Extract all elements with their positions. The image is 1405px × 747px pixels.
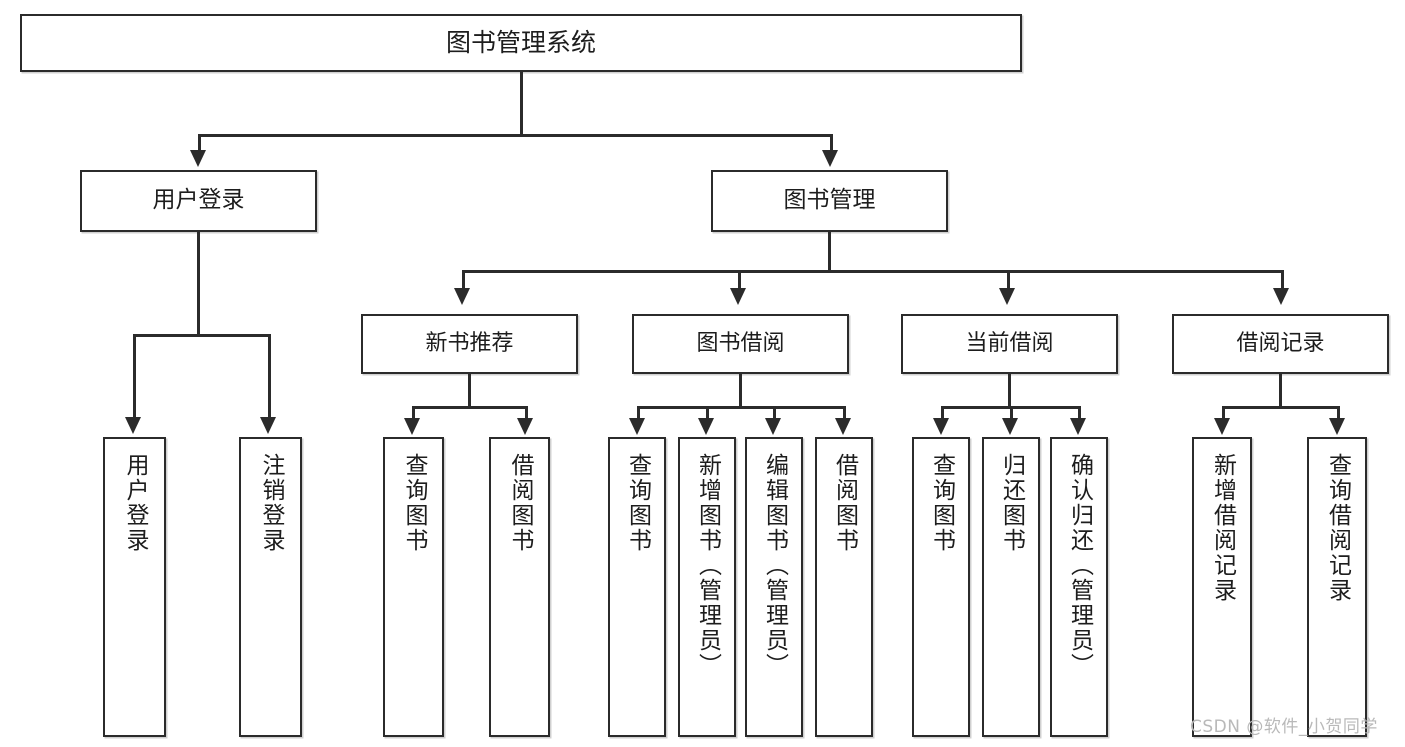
arrowhead-to-leaf-logout — [260, 417, 276, 434]
connector-nbr-bus — [412, 406, 527, 409]
node-label: 查询图书 — [624, 453, 651, 553]
arrowhead-bb-leaf-3 — [765, 418, 781, 435]
connector-user-login-drop-1 — [133, 334, 136, 419]
leaf-confirm-return-admin[interactable]: 确认归还（管理员） — [1050, 437, 1108, 737]
node-root-book-management-system[interactable]: 图书管理系统 — [20, 14, 1022, 72]
connector-bm-drop-3 — [1007, 270, 1010, 290]
connector-root-drop-2 — [830, 134, 833, 152]
node-label: 图书借阅 — [696, 330, 785, 356]
node-label: 归还图书 — [998, 453, 1025, 553]
connector-bb-drop-3 — [773, 406, 776, 420]
arrowhead-cb-leaf-2 — [1002, 418, 1018, 435]
node-new-book-recommend[interactable]: 新书推荐 — [361, 314, 578, 374]
node-label: 图书管理 — [783, 187, 876, 214]
connector-user-login-bus — [133, 334, 270, 337]
node-label: 图书管理系统 — [445, 28, 596, 57]
leaf-add-borrow-record[interactable]: 新增借阅记录 — [1192, 437, 1252, 737]
node-book-borrow[interactable]: 图书借阅 — [632, 314, 849, 374]
leaf-current-query-book[interactable]: 查询图书 — [912, 437, 970, 737]
node-borrow-record[interactable]: 借阅记录 — [1172, 314, 1389, 374]
connector-cb-drop-3 — [1078, 406, 1081, 420]
leaf-book-borrow-query[interactable]: 查询图书 — [608, 437, 666, 737]
node-label: 查询图书 — [928, 453, 955, 553]
connector-user-login-stem — [197, 232, 200, 336]
connector-nbr-drop-2 — [525, 406, 528, 420]
connector-br-drop-2 — [1337, 406, 1340, 420]
connector-nbr-drop-1 — [412, 406, 415, 420]
leaf-return-book[interactable]: 归还图书 — [982, 437, 1040, 737]
connector-bb-drop-4 — [843, 406, 846, 420]
arrowhead-to-leaf-user-login — [125, 417, 141, 434]
connector-root-drop-1 — [198, 134, 201, 152]
arrowhead-to-user-login — [190, 150, 206, 167]
connector-book-management-bus — [462, 270, 1283, 273]
connector-br-drop-1 — [1222, 406, 1225, 420]
arrowhead-bb-leaf-2 — [698, 418, 714, 435]
node-label: 当前借阅 — [965, 330, 1054, 356]
arrowhead-to-book-borrow — [730, 288, 746, 305]
node-label: 新书推荐 — [425, 330, 514, 356]
leaf-new-book-query[interactable]: 查询图书 — [383, 437, 444, 737]
connector-cb-drop-1 — [941, 406, 944, 420]
connector-cb-stem — [1008, 374, 1011, 408]
arrowhead-to-new-book-recommend — [454, 288, 470, 305]
connector-bm-drop-1 — [462, 270, 465, 290]
leaf-logout[interactable]: 注销登录 — [239, 437, 302, 737]
node-label: 编辑图书（管理员） — [761, 453, 788, 678]
leaf-new-book-borrow[interactable]: 借阅图书 — [489, 437, 550, 737]
connector-bb-drop-2 — [706, 406, 709, 420]
connector-bb-stem — [739, 374, 742, 408]
connector-nbr-stem — [468, 374, 471, 408]
arrowhead-to-current-borrow — [999, 288, 1015, 305]
leaf-book-add-admin[interactable]: 新增图书（管理员） — [678, 437, 736, 737]
node-label: 查询借阅记录 — [1324, 453, 1351, 603]
connector-bm-drop-4 — [1281, 270, 1284, 290]
arrowhead-cb-leaf-3 — [1070, 418, 1086, 435]
node-label: 新增图书（管理员） — [694, 453, 721, 678]
connector-user-login-drop-2 — [268, 334, 271, 419]
node-label: 注销登录 — [258, 453, 284, 553]
node-label: 查询图书 — [401, 453, 427, 553]
leaf-book-edit-admin[interactable]: 编辑图书（管理员） — [745, 437, 803, 737]
leaf-book-borrow-action[interactable]: 借阅图书 — [815, 437, 873, 737]
leaf-query-borrow-record[interactable]: 查询借阅记录 — [1307, 437, 1367, 737]
node-label: 借阅图书 — [507, 453, 533, 553]
arrowhead-to-book-management — [822, 150, 838, 167]
node-label: 新增借阅记录 — [1209, 453, 1236, 603]
connector-br-bus — [1222, 406, 1339, 409]
node-label: 借阅记录 — [1236, 330, 1325, 356]
connector-bb-drop-1 — [637, 406, 640, 420]
leaf-user-login[interactable]: 用户登录 — [103, 437, 166, 737]
connector-book-management-stem — [828, 232, 831, 272]
arrowhead-bb-leaf-1 — [629, 418, 645, 435]
arrowhead-nbr-leaf-1 — [404, 418, 420, 435]
node-user-login[interactable]: 用户登录 — [80, 170, 317, 232]
connector-bm-drop-2 — [738, 270, 741, 290]
arrowhead-br-leaf-2 — [1329, 418, 1345, 435]
node-label: 用户登录 — [122, 453, 148, 553]
node-current-borrow[interactable]: 当前借阅 — [901, 314, 1118, 374]
node-book-management[interactable]: 图书管理 — [711, 170, 948, 232]
connector-root-bus — [198, 134, 832, 137]
arrowhead-bb-leaf-4 — [835, 418, 851, 435]
arrowhead-cb-leaf-1 — [933, 418, 949, 435]
arrowhead-nbr-leaf-2 — [517, 418, 533, 435]
connector-bb-bus — [637, 406, 845, 409]
connector-cb-drop-2 — [1010, 406, 1013, 420]
node-label: 确认归还（管理员） — [1066, 453, 1093, 678]
node-label: 用户登录 — [152, 187, 245, 214]
arrowhead-br-leaf-1 — [1214, 418, 1230, 435]
node-label: 借阅图书 — [831, 453, 858, 553]
connector-br-stem — [1279, 374, 1282, 408]
connector-root-stem — [520, 72, 523, 134]
arrowhead-to-borrow-record — [1273, 288, 1289, 305]
